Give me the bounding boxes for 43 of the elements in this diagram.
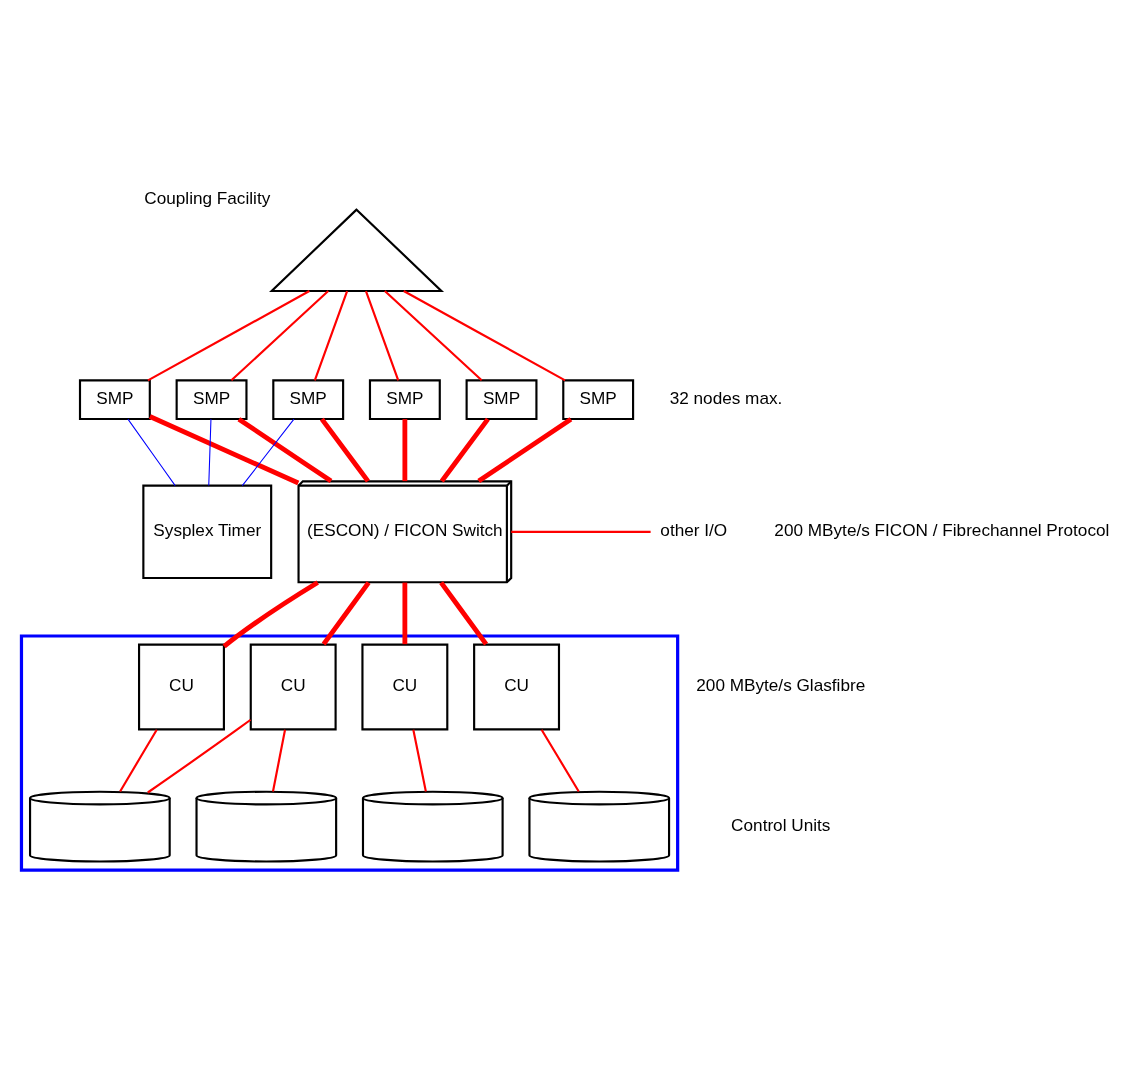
node-box: CU	[473, 643, 561, 730]
node-box: CU	[138, 643, 225, 730]
connector	[439, 580, 489, 646]
connector	[230, 289, 329, 381]
connector	[313, 290, 349, 381]
connector	[127, 418, 176, 486]
node-box: SMP	[272, 378, 345, 420]
connector	[119, 728, 158, 792]
label: 32 nodes max.	[669, 387, 783, 408]
connector	[403, 289, 566, 381]
connector	[439, 417, 490, 483]
node-box: CU	[249, 643, 337, 730]
cluster	[19, 633, 680, 872]
node-box: Sysplex Timer	[142, 484, 273, 579]
connector	[402, 418, 408, 481]
connector	[148, 413, 300, 485]
connector	[540, 728, 580, 792]
label: 200 MByte/s FICON / Fibrechannel Protocol	[774, 519, 1110, 540]
connector	[412, 728, 427, 792]
connector	[384, 289, 483, 381]
connector	[321, 580, 371, 646]
label: 200 MByte/s Glasfibre	[696, 674, 866, 695]
node-box: SMP	[562, 378, 635, 420]
node-box: SMP	[465, 378, 538, 420]
connector	[237, 416, 333, 483]
node-box: CU	[361, 643, 449, 730]
connector	[402, 582, 408, 644]
connector	[147, 718, 252, 793]
node-box: SMP	[175, 378, 248, 420]
connector	[511, 530, 651, 533]
connector	[271, 729, 287, 792]
node-label: Coupling Facility	[144, 187, 271, 208]
connector	[147, 289, 310, 381]
label: Control Units	[731, 814, 831, 835]
connector	[208, 418, 212, 486]
node-text: other I/O	[660, 519, 728, 540]
connector	[241, 418, 295, 486]
connector	[319, 417, 370, 483]
connector	[477, 416, 573, 483]
connector	[222, 579, 319, 648]
connector	[364, 290, 400, 381]
node-box: SMP	[368, 378, 441, 420]
node-box: SMP	[78, 378, 151, 420]
